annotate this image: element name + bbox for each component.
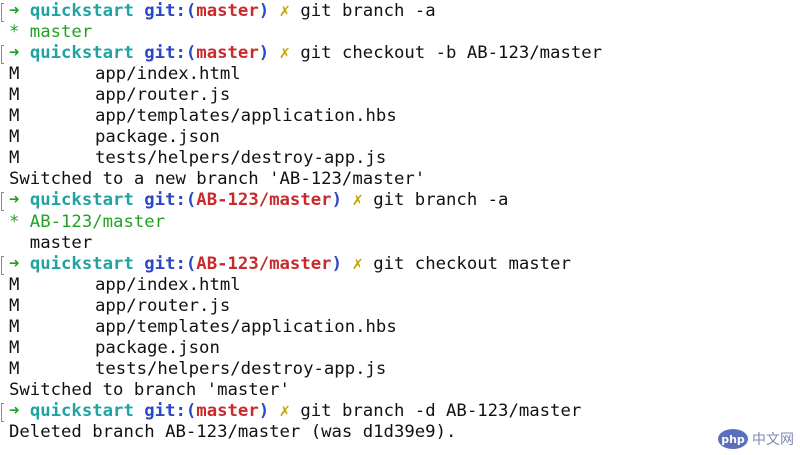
status-flag: M	[9, 358, 20, 379]
prompt-line: ➜ quickstart git:(master) ✗ git branch -…	[1, 1, 436, 22]
prompt-directory: quickstart	[29, 253, 134, 274]
status-flag: M	[9, 106, 20, 127]
prompt-marker	[0, 401, 4, 422]
output-line: Deleted branch AB-123/master (was d1d39e…	[9, 422, 456, 443]
status-flag: M	[9, 316, 20, 337]
prompt-arrow-icon: ➜	[9, 1, 20, 21]
status-flag: M	[9, 64, 20, 85]
status-flag: M	[9, 148, 20, 169]
file-path: tests/helpers/destroy-app.js	[95, 148, 387, 169]
prompt-branch: AB-123/master	[196, 253, 332, 274]
file-path: app/templates/application.hbs	[95, 106, 397, 127]
prompt-arrow-icon: ➜	[9, 400, 20, 421]
prompt-branch: master	[196, 400, 259, 421]
prompt-marker	[0, 43, 4, 65]
command-text: git checkout -b AB-123/master	[300, 43, 603, 64]
status-flag: M	[9, 85, 20, 106]
status-flag: M	[9, 337, 20, 358]
output-text: * AB-123/master	[9, 211, 166, 232]
file-path: app/index.html	[95, 274, 241, 295]
file-path: package.json	[95, 127, 220, 148]
output-text: master	[9, 232, 93, 253]
file-path: tests/helpers/destroy-app.js	[95, 358, 387, 379]
prompt-git-label: git:(	[144, 43, 197, 64]
watermark-text: 中文网	[752, 432, 794, 448]
output-text: * master	[9, 22, 93, 43]
prompt-line: ➜ quickstart git:(master) ✗ git branch -…	[1, 400, 582, 422]
output-line: Switched to a new branch 'AB-123/master'	[9, 169, 425, 190]
dirty-mark-icon: ✗	[352, 253, 363, 274]
output-text: Switched to a new branch 'AB-123/master'	[9, 169, 426, 190]
output-line: * AB-123/master	[9, 212, 165, 233]
prompt-directory: quickstart	[29, 400, 134, 421]
watermark: php 中文网	[718, 427, 794, 451]
dirty-mark-icon: ✗	[279, 400, 290, 421]
prompt-branch: master	[196, 1, 259, 21]
php-logo-icon: php	[718, 429, 748, 449]
prompt-line: ➜ quickstart git:(AB-123/master) ✗ git b…	[1, 190, 509, 212]
output-text: Switched to branch 'master'	[9, 379, 290, 400]
prompt-arrow-icon: ➜	[9, 43, 20, 64]
prompt-line: ➜ quickstart git:(master) ✗ git checkout…	[1, 43, 603, 65]
command-text: git branch -a	[300, 1, 436, 21]
prompt-directory: quickstart	[29, 1, 134, 21]
output-line: Switched to branch 'master'	[9, 380, 290, 401]
output-line: * master	[9, 22, 92, 43]
file-path: app/templates/application.hbs	[95, 316, 397, 337]
prompt-git-close: )	[331, 190, 342, 211]
command-text: git branch -a	[373, 190, 509, 211]
dirty-mark-icon: ✗	[279, 1, 290, 21]
prompt-git-label: git:(	[144, 190, 197, 211]
prompt-branch: AB-123/master	[196, 190, 332, 211]
command-text: git branch -d AB-123/master	[300, 400, 582, 421]
file-path: app/router.js	[95, 295, 231, 316]
prompt-arrow-icon: ➜	[9, 253, 20, 274]
prompt-git-close: )	[258, 400, 270, 421]
prompt-directory: quickstart	[29, 190, 134, 211]
prompt-branch: master	[196, 43, 259, 64]
prompt-git-close: )	[258, 43, 270, 64]
prompt-marker	[0, 254, 4, 275]
status-flag: M	[9, 127, 20, 148]
prompt-marker	[0, 190, 4, 212]
output-text: Deleted branch AB-123/master (was d1d39e…	[9, 422, 457, 442]
dirty-mark-icon: ✗	[279, 43, 290, 64]
file-path: app/router.js	[95, 85, 231, 106]
file-path: app/index.html	[95, 64, 241, 85]
status-flag: M	[9, 295, 20, 316]
file-path: package.json	[95, 337, 220, 358]
prompt-git-label: git:(	[144, 253, 197, 274]
prompt-git-label: git:(	[144, 1, 197, 21]
prompt-git-close: )	[258, 1, 270, 21]
prompt-git-label: git:(	[144, 400, 197, 421]
prompt-directory: quickstart	[29, 43, 134, 64]
output-line: master	[9, 233, 92, 254]
prompt-git-close: )	[331, 253, 342, 274]
prompt-arrow-icon: ➜	[9, 190, 20, 211]
prompt-marker	[0, 1, 4, 22]
status-flag: M	[9, 274, 20, 295]
command-text: git checkout master	[373, 253, 571, 274]
dirty-mark-icon: ✗	[352, 190, 363, 211]
prompt-line: ➜ quickstart git:(AB-123/master) ✗ git c…	[1, 253, 571, 275]
